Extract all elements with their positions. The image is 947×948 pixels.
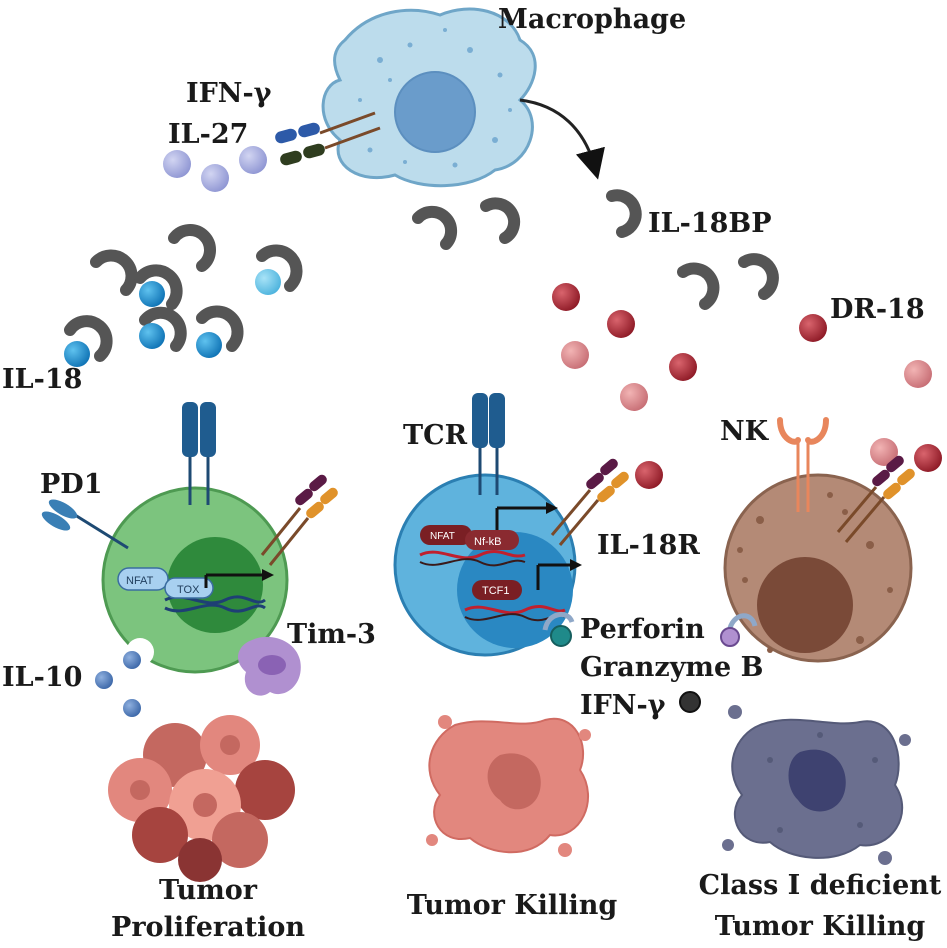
macrophage-receptor bbox=[275, 111, 381, 166]
nfkb-label: Nf-kB bbox=[474, 536, 502, 548]
il10-molecules bbox=[95, 651, 141, 717]
nfat-left-label: NFAT bbox=[126, 575, 154, 587]
tumor-proliferation-cluster bbox=[108, 715, 295, 882]
il18-label: IL-18 bbox=[2, 364, 82, 395]
ifn-gamma-molecule bbox=[679, 691, 701, 713]
tumor-killing-label: Tumor Killing bbox=[407, 890, 618, 921]
tcf1-label: TCF1 bbox=[482, 585, 510, 597]
ifn-gamma-bottom-label: IFN-γ bbox=[580, 690, 666, 721]
il27-label: IL-27 bbox=[168, 119, 248, 150]
tumor-killing-cell bbox=[426, 715, 591, 857]
class1-deficient-tumor-cell bbox=[722, 705, 911, 865]
tim3-label: Tim-3 bbox=[287, 619, 376, 650]
dr18-molecules bbox=[552, 283, 942, 489]
nk-label: NK bbox=[720, 416, 770, 447]
il18r-label: IL-18R bbox=[597, 530, 700, 561]
dr18-label: DR-18 bbox=[830, 294, 925, 325]
effector-t-cell bbox=[393, 393, 629, 657]
il10-label: IL-10 bbox=[2, 662, 82, 693]
tumor-proliferation-line1: Tumor bbox=[159, 875, 258, 906]
nk-cell bbox=[720, 417, 915, 663]
nfat-mid-label: NFAT bbox=[430, 531, 455, 542]
il27-molecules bbox=[163, 146, 267, 192]
class1-label-line1: Class I deficient bbox=[699, 870, 942, 901]
tcr-label: TCR bbox=[403, 420, 468, 451]
class1-label-line2: Tumor Killing bbox=[715, 911, 926, 942]
exhausted-t-cell bbox=[41, 402, 338, 696]
il18-molecules bbox=[64, 269, 281, 367]
il18bp-molecules bbox=[64, 189, 779, 362]
macrophage-label: Macrophage bbox=[498, 4, 686, 35]
tox-label: TOX bbox=[177, 584, 200, 596]
macrophage-arrow bbox=[519, 98, 605, 180]
pd1-label: PD1 bbox=[40, 469, 103, 500]
macrophage bbox=[321, 7, 537, 188]
granzyme-b-label: Granzyme B bbox=[580, 652, 763, 683]
tumor-proliferation-line2: Proliferation bbox=[111, 912, 305, 943]
il18bp-label: IL-18BP bbox=[648, 208, 772, 239]
ifn-gamma-top-label: IFN-γ bbox=[186, 78, 272, 109]
perforin-label: Perforin bbox=[580, 614, 705, 645]
